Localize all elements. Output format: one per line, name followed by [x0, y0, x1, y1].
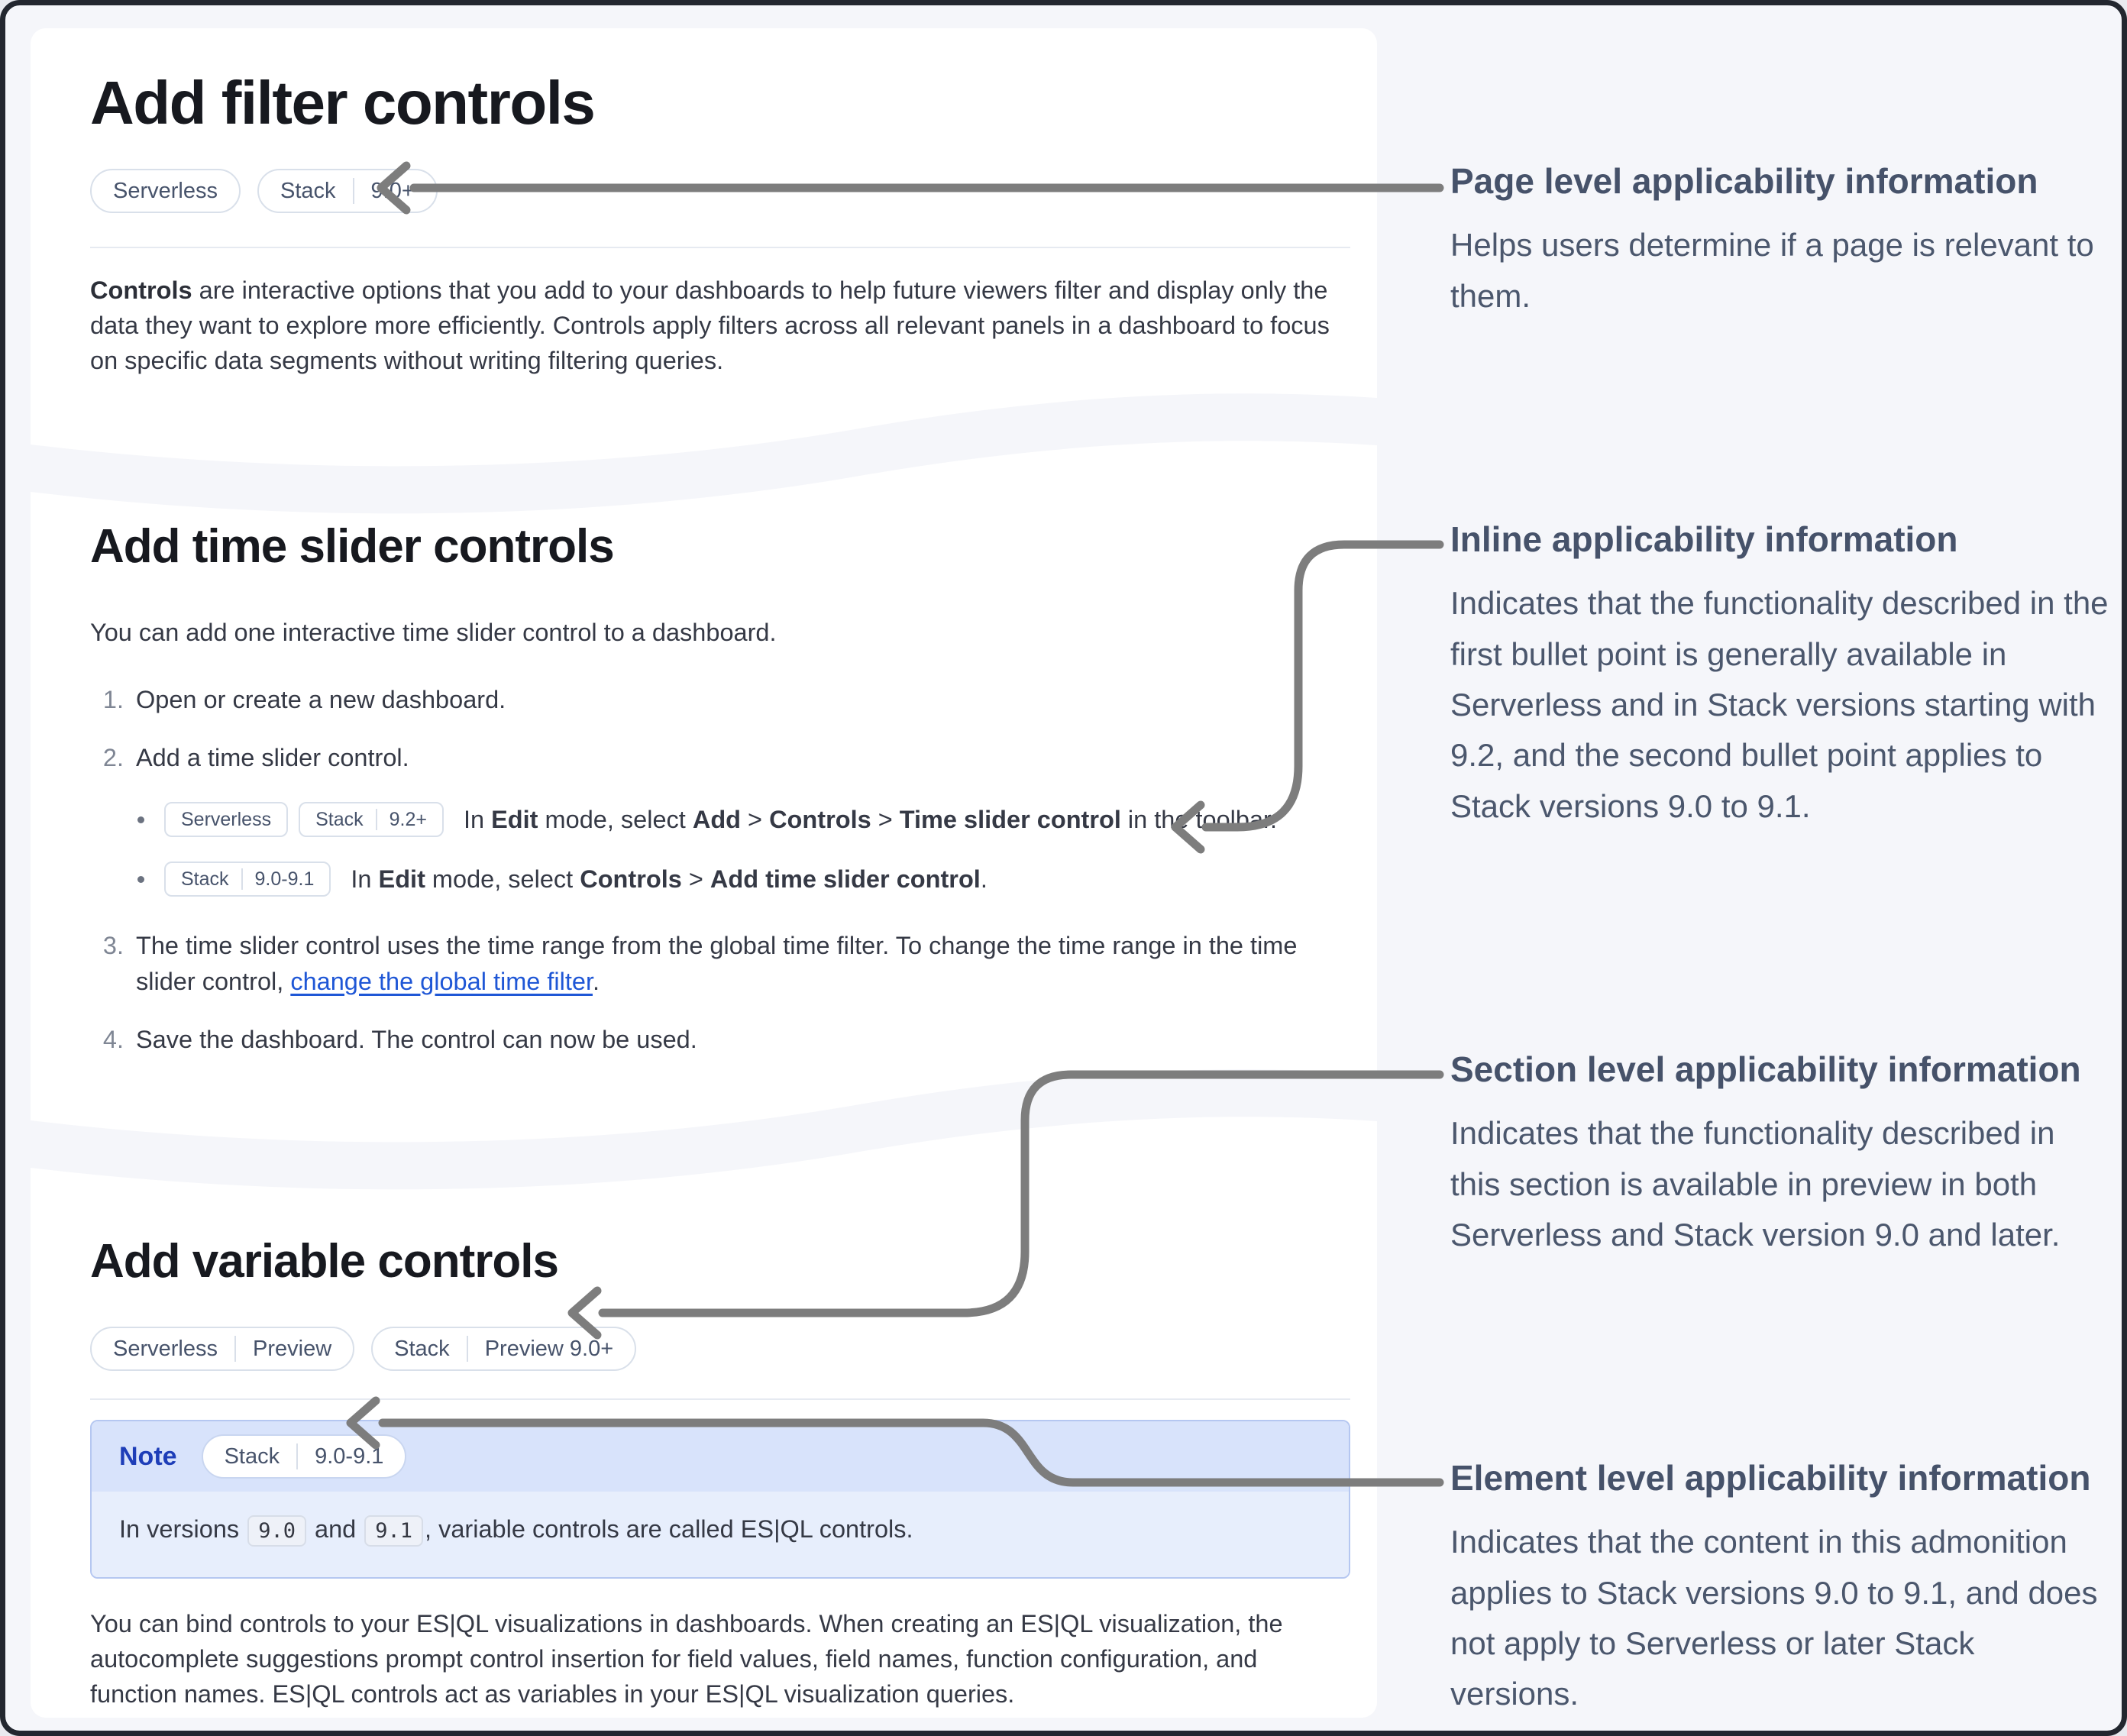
list-item: 1. Open or create a new dashboard.	[102, 686, 506, 714]
sub-bullet: Serverless Stack 9.2+ In Edit mode, sele…	[137, 798, 1350, 841]
annotation-title: Page level applicability information	[1450, 161, 2038, 201]
annotation-body: Indicates that the content in this admon…	[1450, 1524, 2098, 1712]
annotation-title: Inline applicability information	[1450, 519, 1958, 559]
badge-stack-version[interactable]: Stack 9.0+	[257, 169, 438, 213]
page-title: Add filter controls	[90, 69, 596, 137]
annotation-body: Helps users determine if a page is relev…	[1450, 227, 2094, 314]
sub-bullet: Stack 9.0-9.1 In Edit mode, select Contr…	[137, 858, 1350, 900]
bullet-icon	[137, 875, 144, 883]
sub-bullet-text: In Edit mode, select Controls > Add time…	[351, 865, 988, 894]
annotation-page-level: Page level applicability information Hel…	[1450, 160, 2112, 322]
annotation-section-level: Section level applicability information …	[1450, 1049, 2112, 1260]
section-title: Add variable controls	[90, 1235, 559, 1288]
badge-stack-version[interactable]: Stack 9.0-9.1	[164, 862, 331, 897]
annotation-inline: Inline applicability information Indicat…	[1450, 519, 2112, 832]
wave-divider-1	[31, 364, 1377, 532]
section-add-filter-controls: Add filter controls Serverless Stack 9.0…	[90, 73, 1350, 378]
annotation-element-level: Element level applicability information …	[1450, 1457, 2112, 1720]
badge-stack-preview-version[interactable]: Stack Preview 9.0+	[371, 1327, 637, 1371]
ordered-list: 1. Open or create a new dashboard. 2. Ad…	[90, 682, 1350, 1057]
note-label: Note	[119, 1441, 177, 1471]
annotation-title: Element level applicability information	[1450, 1458, 2091, 1498]
sub-bullet-text: In Edit mode, select Add > Controls > Ti…	[463, 806, 1278, 834]
section-intro: You can add one interactive time slider …	[90, 619, 777, 646]
badge-stack-version[interactable]: Stack 9.0-9.1	[201, 1434, 407, 1479]
sub-bullet-list: Serverless Stack 9.2+ In Edit mode, sele…	[137, 798, 1350, 900]
note-admonition: Note Stack 9.0-9.1 In versions 9.0 and 9…	[90, 1420, 1350, 1579]
note-header: Note Stack 9.0-9.1	[92, 1421, 1349, 1492]
bullet-icon	[137, 816, 144, 823]
list-item: 3. The time slider control uses the time…	[102, 932, 1298, 995]
annotation-body: Indicates that the functionality describ…	[1450, 585, 2109, 824]
section-divider	[90, 1398, 1350, 1400]
content-card: Add filter controls Serverless Stack 9.0…	[31, 28, 1377, 1718]
section-add-time-slider-controls: Add time slider controls You can add one…	[90, 523, 1350, 1080]
annotation-title: Section level applicability information	[1450, 1049, 2081, 1089]
badge-serverless[interactable]: Serverless	[164, 802, 289, 838]
section-title: Add time slider controls	[90, 520, 615, 573]
page-applicability-badges: Serverless Stack 9.0+	[90, 169, 1350, 213]
badge-stack-version[interactable]: Stack 9.2+	[299, 802, 444, 838]
section-applicability-badges: Serverless Preview Stack Preview 9.0+	[90, 1327, 1350, 1371]
section-divider	[90, 247, 1350, 248]
section-add-variable-controls: Add variable controls Serverless Preview…	[90, 1238, 1350, 1712]
note-body: In versions 9.0 and 9.1, variable contro…	[92, 1492, 1349, 1578]
inline-link[interactable]: change the global time filter	[290, 967, 593, 995]
list-item: 4. Save the dashboard. The control can n…	[102, 1025, 697, 1053]
intro-paragraph: Controls are interactive options that yo…	[90, 276, 1330, 375]
closing-paragraph: You can bind controls to your ES|QL visu…	[90, 1610, 1283, 1709]
annotation-body: Indicates that the functionality describ…	[1450, 1115, 2061, 1253]
list-item: 2. Add a time slider control.	[102, 744, 409, 772]
badge-serverless-preview[interactable]: Serverless Preview	[90, 1327, 355, 1371]
badge-serverless[interactable]: Serverless	[90, 169, 241, 213]
